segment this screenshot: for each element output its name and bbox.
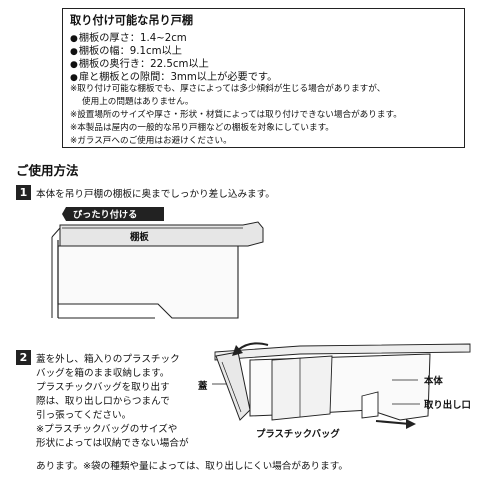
callout-label: ぴったり付ける [73, 209, 137, 221]
step-2-line: ※プラスチックバッグのサイズや [36, 424, 178, 435]
step-1-text: 本体を吊り戸棚の棚板に奥までしっかり差し込みます。 [36, 189, 275, 200]
bullet-icon: ● [70, 34, 78, 44]
bag-label: プラスチックバッグ [256, 428, 340, 440]
pull-arrow-icon [406, 419, 416, 429]
arrowhead-icon [232, 345, 243, 356]
step-2-line: プラスチックバッグを取り出す [36, 382, 170, 393]
plastic-bag [271, 355, 333, 421]
step-2-line: あります。※袋の種類や量によっては、取り出しにくい場合があります。 [36, 461, 348, 472]
lid [215, 351, 251, 421]
compatibility-title: 取り付け可能な吊り戸棚 [70, 14, 194, 27]
outlet-tab [361, 391, 379, 419]
note-line: ※本製品は屋内の一般的な吊り戸棚などの棚板を対象にしています。 [70, 123, 334, 133]
outlet-label: 取り出し口 [424, 399, 471, 411]
note-line: 使用上の問題はありません。 [82, 97, 194, 107]
step-2-line: 蓋を外し、箱入りのプラスチック [36, 354, 180, 365]
curved-arrow-icon [237, 342, 269, 351]
bullet-icon: ● [70, 73, 78, 83]
note-line: ※ガラス戸へのご使用はお避けください。 [70, 136, 232, 146]
step-1-number: 1 [16, 185, 31, 200]
callout-arrow-icon [62, 207, 164, 221]
bullet-icon: ● [70, 47, 78, 57]
step-2-line: 引っ張ってください。 [36, 410, 132, 421]
spec-item: ●棚板の厚さ：1.4~2cm [70, 33, 187, 44]
note-line: ※取り付け可能な棚板でも、厚さによっては多少傾斜が生じる場合がありますが、 [70, 84, 386, 94]
step-2-line: バッグを箱のまま収納します。 [36, 368, 170, 379]
spec-item: ●棚板の奥行き：22.5cm以上 [70, 59, 209, 70]
spec-item: ●棚板の幅：9.1cm以上 [70, 46, 182, 57]
step-2-line: 際は、取り出し口からつまんで [36, 396, 170, 407]
compatibility-box [62, 8, 465, 148]
shelf-board [214, 343, 471, 361]
step-2-number: 2 [16, 350, 31, 365]
bullet-icon: ● [70, 60, 78, 70]
note-line: ※設置場所のサイズや厚さ・形状・材質によっては取り付けできない場合があります。 [70, 110, 402, 120]
lid-label: 蓋 [198, 380, 208, 392]
usage-heading: ご使用方法 [16, 163, 79, 178]
step-2-line: 形状によっては収納できない場合が [36, 438, 189, 449]
spec-item: ●扉と棚板との隙間：3mm以上が必要です。 [70, 72, 278, 83]
shelf-label: 棚板 [130, 231, 149, 243]
body-label: 本体 [424, 375, 443, 387]
